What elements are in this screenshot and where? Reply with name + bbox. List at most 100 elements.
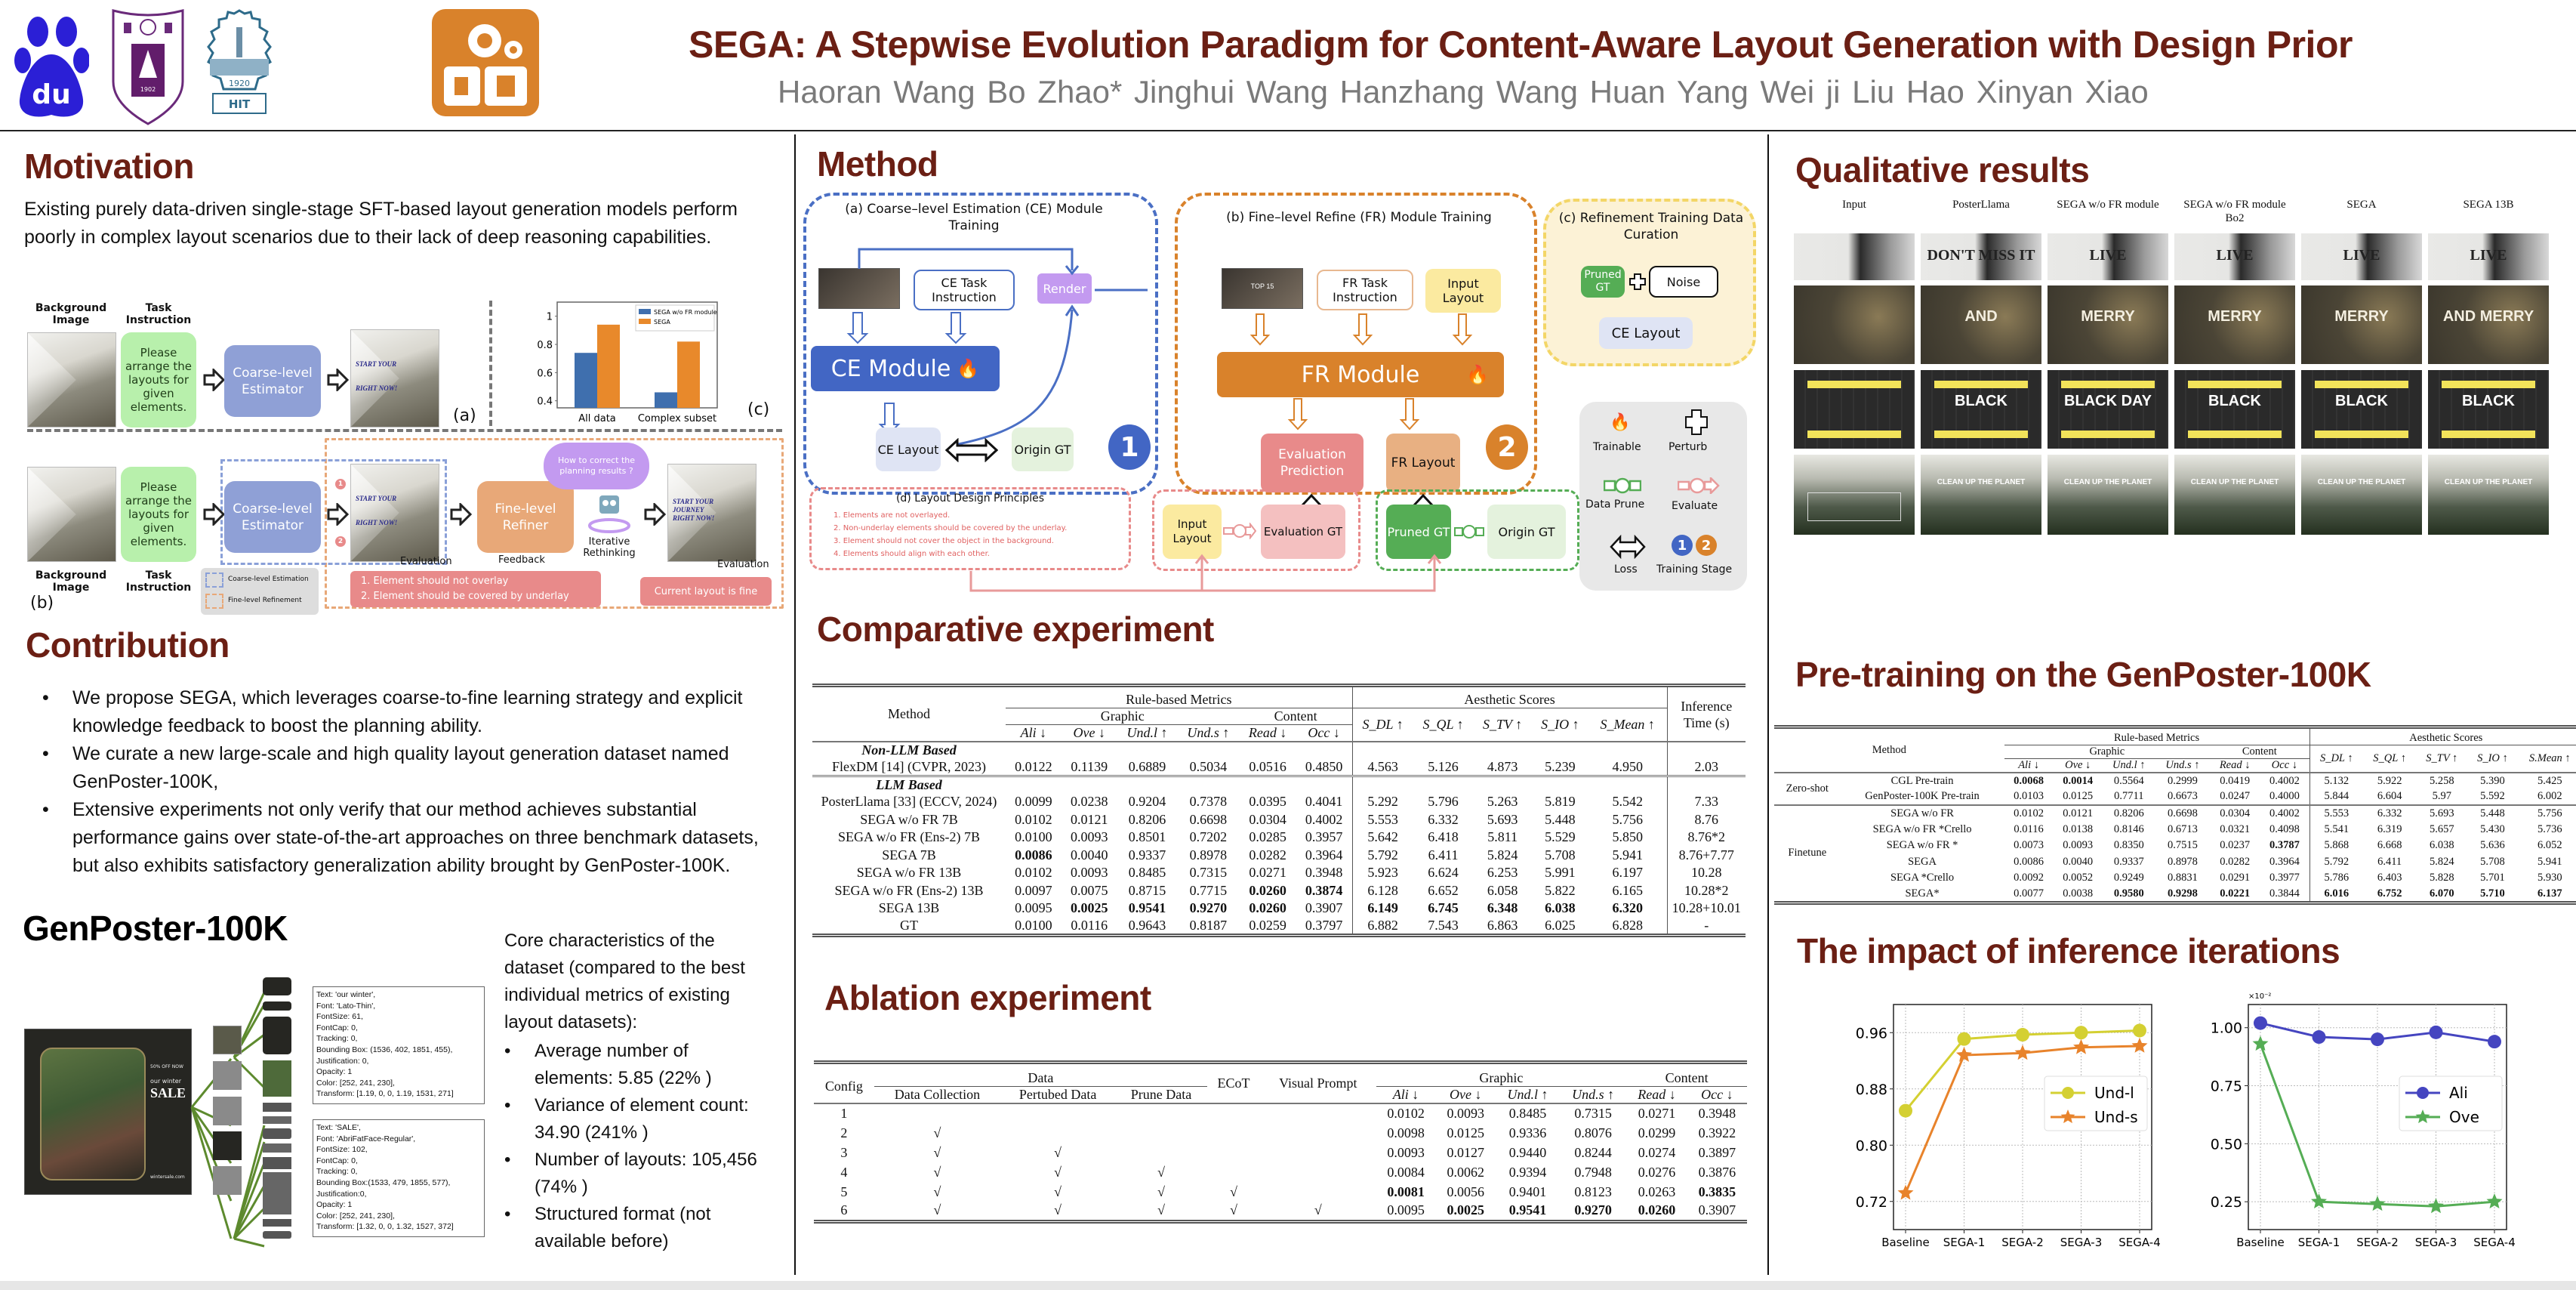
x-tick-label: SEGA-2 [2001, 1236, 2044, 1249]
value-cell: 0.0014 [2063, 774, 2094, 787]
value-cell: 5.642 [1367, 829, 1398, 845]
svg-text:1902: 1902 [140, 86, 156, 93]
bar-sega-w-o-fr-module-1 [655, 392, 677, 408]
value-cell: 0.0237 [2220, 839, 2251, 852]
refinement-data-title: (c) Refinement Training Data Curation [1558, 211, 1744, 242]
value-cell: 0.8123 [1574, 1184, 1612, 1199]
y-tick-label: 0.75 [2211, 1079, 2242, 1095]
value-cell: 0.0299 [1638, 1125, 1676, 1140]
col-header: S_IO ↑ [1531, 708, 1588, 742]
sample-text: LIVE [2343, 246, 2380, 264]
check-cell [1000, 1103, 1115, 1123]
point-ali-3 [2429, 1025, 2443, 1039]
point-ove-4 [2486, 1193, 2503, 1208]
check-cell: √ [933, 1125, 941, 1140]
point-ali-2 [2371, 1032, 2384, 1047]
value-cell: 5.542 [1588, 793, 1668, 811]
value-cell: 5.922 [2377, 774, 2402, 787]
legend-label: Ove [2449, 1108, 2479, 1126]
value-cell: 0.7711 [2114, 790, 2144, 803]
value-cell: 0.3897 [1698, 1144, 1736, 1160]
label-background-image: Background Image [35, 302, 107, 326]
col-header: Ali ↓ [1392, 1087, 1419, 1102]
value-cell: 0.7202 [1189, 829, 1228, 845]
col-ecot: ECoT [1206, 1062, 1261, 1104]
value-cell: 5.292 [1367, 794, 1398, 810]
evaluation-label: Evaluation [400, 556, 452, 567]
value-cell: 0.9580 [2113, 887, 2144, 900]
value-cell: 0.0102 [1015, 865, 1052, 881]
layer-thumb [263, 1157, 291, 1169]
sample-text: DON'T MISS IT [1927, 246, 2035, 264]
sample-text: LIVE [2470, 246, 2507, 264]
col-header: S_Mean ↑ [1588, 708, 1668, 742]
loss-icon [1610, 535, 1646, 559]
point-ali-1 [2312, 1030, 2326, 1045]
sample-text: CLEAN UP THE PLANET [2063, 477, 2152, 486]
x-tick-label: SEGA-1 [2298, 1236, 2340, 1249]
value-cell: 0.0092 [2014, 872, 2044, 884]
x-tick-label: SEGA-1 [1943, 1236, 1986, 1249]
qualitative-sample: AND MERRY [2428, 285, 2549, 364]
sample-text: AND [1964, 308, 1998, 326]
group-label: Finetune [1788, 847, 1827, 859]
task-instruction-box-b: Please arrange the layouts for given ele… [121, 467, 196, 562]
value-cell: 0.4041 [1296, 793, 1353, 811]
evaluation-prediction-box: Evaluation Prediction [1261, 434, 1363, 492]
method-cell: SEGA *Crello [1890, 872, 1955, 884]
value-cell: 4.873 [1487, 758, 1518, 774]
point-und-l-2 [2016, 1028, 2029, 1042]
col-header: Read ↓ [2219, 759, 2251, 771]
layer-thumb [263, 1060, 291, 1097]
qualitative-sample: CLEAN UP THE PLANET [2174, 455, 2295, 535]
group-label: Zero-shot [1786, 782, 1829, 795]
value-cell: 0.0138 [2063, 822, 2094, 835]
layer-thumb [213, 1131, 242, 1160]
element-attributes-card: Text: 'our winter', Font: 'Lato-Thin', F… [313, 986, 485, 1104]
value-cell: 0.0095 [1015, 900, 1052, 916]
ablation-table-wrap: Config Data ECoT Visual Prompt Graphic C… [814, 1060, 1747, 1224]
value-cell: 0.9643 [1128, 917, 1166, 933]
check-cell [1260, 1182, 1376, 1202]
x-tick-label: Baseline [2236, 1236, 2285, 1249]
origin-gt-box: Origin GT [1012, 427, 1074, 471]
col-header: Occ ↓ [2260, 758, 2310, 773]
value-cell: 0.0247 [2220, 790, 2251, 803]
qualitative-sample [1794, 370, 1915, 449]
comparative-title: Comparative experiment [817, 610, 1214, 649]
qualitative-column-header: SEGA [2346, 199, 2377, 211]
value-cell: 5.941 [2537, 855, 2562, 868]
value-cell: 0.0271 [1638, 1106, 1676, 1121]
sample-text: BLACK DAY [2064, 393, 2152, 410]
genposter-title: GenPoster-100K [23, 909, 288, 948]
value-cell: 5.708 [2480, 855, 2505, 868]
y-tick-label: 0.6 [537, 368, 553, 379]
fr-task-instruction-box: FR Task Instruction [1317, 270, 1413, 310]
value-cell: 0.0260 [1638, 1202, 1676, 1218]
col-group-graphic: Graphic [2004, 745, 2211, 759]
value-cell: 0.3787 [2260, 838, 2310, 854]
value-cell: 0.3957 [1296, 829, 1353, 847]
y-tick-label: 0.88 [1856, 1082, 1887, 1098]
header-divider [0, 130, 2576, 131]
check-cell: √ [1157, 1164, 1165, 1180]
legend-swatch [639, 319, 651, 324]
x-tick-label: SEGA-4 [2118, 1236, 2161, 1249]
layer-thumb [263, 977, 291, 995]
config-cell: 6 [840, 1202, 848, 1218]
value-cell: 5.991 [1545, 865, 1576, 881]
value-cell: 6.320 [1588, 900, 1668, 918]
value-cell: 6.002 [2537, 790, 2562, 803]
value-cell: 0.0121 [1071, 811, 1108, 827]
svg-text:1920: 1920 [229, 79, 250, 88]
value-cell: 6.038 [1545, 900, 1576, 916]
value-cell: 5.390 [2480, 774, 2505, 787]
point-und-s-3 [2073, 1038, 2089, 1054]
point-ove-0 [2252, 1035, 2269, 1051]
point-und-l-1 [1957, 1032, 1971, 1046]
